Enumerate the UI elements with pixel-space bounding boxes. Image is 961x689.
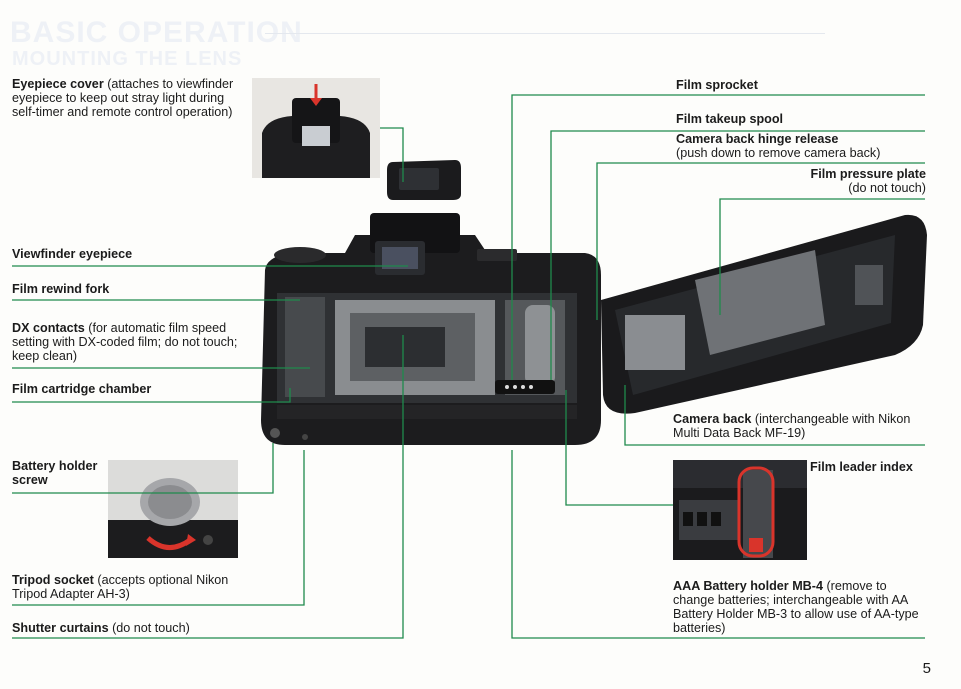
label-eyepiece-cover-name: Eyepiece cover — [12, 77, 104, 91]
label-film-takeup-spool: Film takeup spool — [676, 112, 783, 126]
label-film-leader-index-name: Film leader index — [810, 460, 913, 474]
label-film-rewind-fork: Film rewind fork — [12, 282, 109, 296]
label-eyepiece-cover-desc: (attaches to viewfinder eyepiece to keep… — [12, 77, 234, 119]
label-camera-back-name: Camera back — [673, 412, 752, 426]
label-film-rewind-fork-name: Film rewind fork — [12, 282, 110, 296]
eyepiece-cover-photo — [252, 78, 380, 178]
label-film-takeup-spool-name: Film takeup spool — [676, 112, 784, 126]
label-aaa-battery-holder: AAA Battery holder MB-4 (remove to chang… — [673, 579, 925, 635]
ghost-heading: BASIC OPERATION — [10, 16, 303, 49]
label-tripod-socket-name: Tripod socket — [12, 573, 94, 587]
label-viewfinder-eyepiece: Viewfinder eyepiece — [12, 247, 132, 261]
label-battery-holder-screw-name: Battery holder screw — [12, 459, 98, 487]
label-aaa-battery-holder-desc: (remove to change batteries; interchange… — [673, 579, 919, 635]
label-film-pressure-plate-name: Film pressure plate — [810, 167, 926, 181]
label-tripod-socket-desc: (accepts optional Nikon Tripod Adapter A… — [12, 573, 229, 601]
ghost-subheading: MOUNTING THE LENS — [12, 48, 243, 70]
label-film-cartridge-chamber-name: Film cartridge chamber — [12, 382, 152, 396]
page-number: 5 — [922, 660, 931, 677]
label-camera-back: Camera back (interchangeable with Nikon … — [673, 412, 923, 440]
label-shutter-curtains: Shutter curtains (do not touch) — [12, 621, 190, 635]
label-camera-back-hinge-release-desc: (push down to remove camera back) — [676, 146, 881, 160]
label-camera-back-hinge-release-name: Camera back hinge release — [676, 132, 839, 146]
label-eyepiece-cover: Eyepiece cover (attaches to viewfinder e… — [12, 77, 242, 119]
label-dx-contacts-name: DX contacts — [12, 321, 85, 335]
label-aaa-battery-holder-name: AAA Battery holder MB-4 — [673, 579, 823, 593]
battery-screw-photo — [108, 460, 238, 558]
label-shutter-curtains-desc: (do not touch) — [108, 621, 190, 635]
label-film-leader-index: Film leader index — [810, 460, 913, 474]
ghost-rule — [265, 33, 825, 34]
label-film-pressure-plate-desc: (do not touch) — [848, 181, 926, 195]
eyepiece-cover-part-icon — [387, 160, 461, 200]
label-viewfinder-eyepiece-name: Viewfinder eyepiece — [12, 247, 133, 261]
label-camera-back-hinge-release: Camera back hinge release (push down to … — [676, 132, 926, 160]
label-film-cartridge-chamber: Film cartridge chamber — [12, 382, 151, 396]
film-leader-index-photo — [673, 460, 807, 560]
label-shutter-curtains-name: Shutter curtains — [12, 621, 109, 635]
label-film-sprocket-name: Film sprocket — [676, 78, 758, 92]
camera-back-open-photo — [261, 213, 927, 445]
label-dx-contacts: DX contacts (for automatic film speed se… — [12, 321, 248, 363]
label-tripod-socket: Tripod socket (accepts optional Nikon Tr… — [12, 573, 242, 601]
label-film-pressure-plate: Film pressure plate (do not touch) — [726, 167, 926, 195]
label-dx-contacts-desc: (for automatic film speed setting with D… — [12, 321, 238, 363]
label-camera-back-desc: (interchangeable with Nikon Multi Data B… — [673, 412, 911, 440]
label-film-sprocket: Film sprocket — [676, 78, 758, 92]
label-battery-holder-screw: Battery holder screw — [12, 459, 102, 487]
